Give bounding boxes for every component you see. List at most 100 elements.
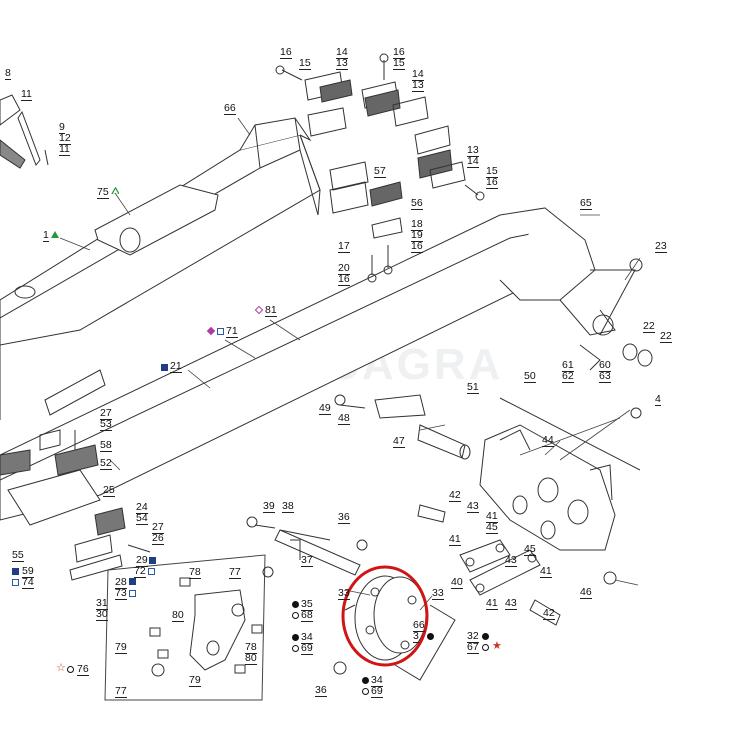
callout-41d: 41: [486, 597, 498, 610]
callout-11b: 11: [59, 143, 70, 156]
callout-27a: 27: [100, 407, 112, 420]
main-boom: [0, 117, 321, 420]
callout-11: 11: [21, 88, 32, 101]
callout-80a: 80: [172, 609, 184, 622]
dot-open-symbol: [292, 612, 299, 619]
callout-51: 51: [467, 381, 479, 394]
callout-62: 62: [562, 370, 574, 383]
callout-34a: 34: [301, 631, 313, 644]
star-open-symbol: ☆: [56, 662, 66, 674]
callout-60: 60: [599, 359, 611, 372]
dot-open-symbol: [67, 666, 74, 673]
callout-14a: 14: [336, 46, 348, 59]
dot-filled-symbol: [362, 677, 369, 684]
callout-16b: 16: [393, 46, 405, 59]
callout-67: 67: [467, 641, 479, 654]
callout-36b: 36: [315, 684, 327, 697]
callout-58: 58: [100, 439, 112, 452]
callout-40: 40: [451, 576, 463, 589]
callout-28: 28: [115, 576, 127, 589]
dot-open-symbol: [362, 688, 369, 695]
callout-52: 52: [100, 457, 112, 470]
callout-69b: 69: [371, 685, 383, 698]
callout-16a: 16: [280, 46, 292, 59]
lower-boom: [0, 207, 616, 521]
callout-45a: 45: [486, 521, 498, 534]
callout-18: 18: [411, 218, 423, 231]
callout-33b: 33: [432, 587, 444, 600]
callout-15c: 15: [486, 165, 498, 178]
callout-16e: 16: [338, 273, 350, 286]
callout-56: 56: [411, 197, 423, 210]
callout-1: 1: [43, 229, 49, 242]
callout-68: 68: [301, 609, 313, 622]
callout-37: 37: [301, 554, 313, 567]
center-pins: [246, 516, 368, 675]
callout-8: 8: [5, 67, 11, 80]
callout-78a: 78: [189, 566, 201, 579]
triangle-open-symbol: [111, 187, 119, 194]
callout-24: 24: [136, 501, 148, 514]
callout-39: 39: [263, 500, 275, 513]
callout-66b: 66: [413, 619, 425, 632]
callout-42b: 42: [543, 607, 555, 620]
callout-14b: 14: [412, 68, 424, 81]
callout-17: 17: [338, 240, 350, 253]
callout-43b: 43: [505, 554, 517, 567]
square-filled-symbol: [149, 557, 156, 564]
callout-71: 71: [226, 325, 238, 338]
callout-32: 32: [467, 630, 479, 643]
callout-22b: 22: [660, 330, 672, 343]
linkage-plates: [417, 504, 617, 626]
callout-43c: 43: [505, 597, 517, 610]
callout-13c: 13: [467, 144, 479, 157]
dot-filled-symbol: [292, 634, 299, 641]
callout-22a: 22: [643, 320, 655, 333]
callout-9: 9: [59, 121, 65, 134]
square-filled-symbol: [161, 364, 168, 371]
callout-13b: 13: [412, 79, 424, 92]
callout-33a: 33: [338, 587, 350, 600]
dot-open-symbol: [482, 644, 489, 651]
callout-27b: 27: [152, 521, 164, 534]
callout-13a: 13: [336, 57, 348, 70]
callout-79b: 79: [189, 674, 201, 687]
callout-41c: 41: [540, 565, 552, 578]
callout-16d: 16: [411, 240, 423, 253]
callout-57: 57: [374, 165, 386, 178]
wear-pads-top: [304, 71, 466, 239]
callout-77a: 77: [229, 566, 241, 579]
callout-46: 46: [580, 586, 592, 599]
callout-12: 12: [59, 132, 71, 145]
callout-79a: 79: [115, 641, 127, 654]
callout-75: 75: [97, 186, 109, 199]
callout-26: 26: [152, 532, 164, 545]
square-open-symbol: [217, 328, 224, 335]
callout-38: 38: [282, 500, 294, 513]
callout-55: 55: [12, 549, 24, 562]
highlight-circle: [341, 565, 429, 667]
callout-45b: 45: [524, 543, 536, 556]
callout-78b: 78: [245, 641, 257, 654]
pivot-hub: [354, 575, 456, 681]
callout-66: 66: [224, 102, 236, 115]
callout-72: 72: [134, 565, 146, 578]
right-pin-assembly: [334, 258, 653, 471]
callout-15b: 15: [393, 57, 405, 70]
left-bracket-parts: [0, 94, 126, 581]
callout-59: 59: [22, 565, 34, 578]
dot-filled-symbol: [292, 601, 299, 608]
callout-25: 25: [103, 484, 115, 497]
inset-frame: [104, 554, 274, 701]
callout-14c: 14: [467, 155, 479, 168]
square-filled-symbol: [129, 578, 136, 585]
callout-19: 19: [411, 229, 423, 242]
callout-73: 73: [115, 587, 127, 600]
square-open-symbol: [129, 590, 136, 597]
callout-42a: 42: [449, 489, 461, 502]
callout-41a: 41: [486, 510, 498, 523]
dot-open-symbol: [292, 645, 299, 652]
attachment-carriage: [479, 424, 616, 551]
